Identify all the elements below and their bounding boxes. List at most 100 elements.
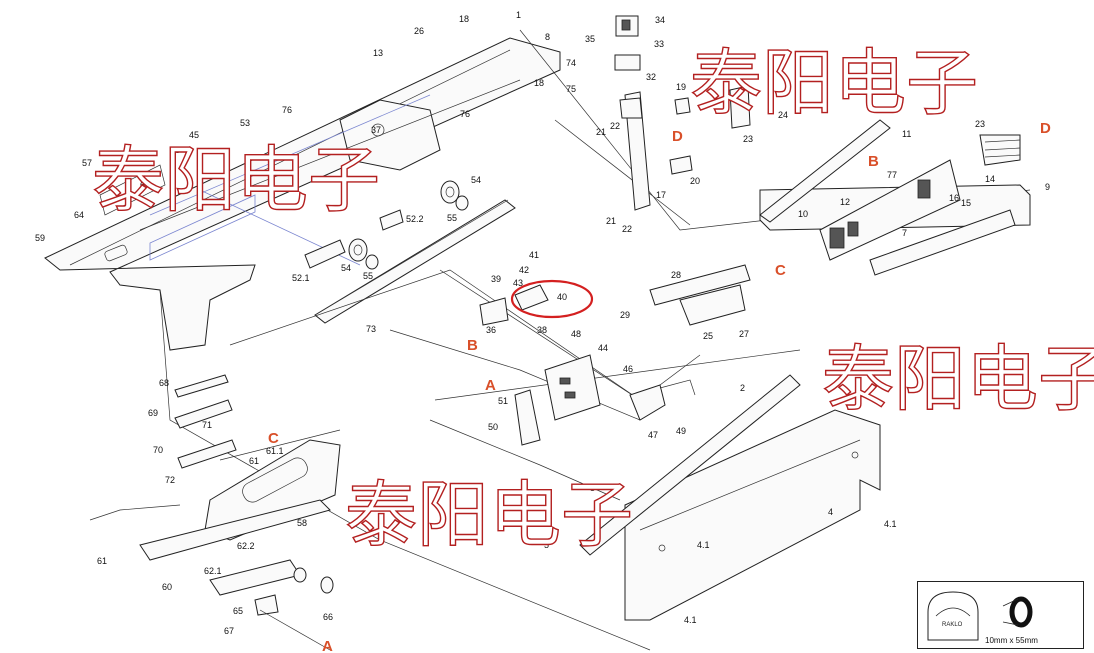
watermark-top-left: 泰阳电子	[92, 138, 380, 222]
label-32: 32	[646, 72, 656, 82]
label-48: 48	[571, 329, 581, 339]
label-68: 68	[159, 378, 169, 388]
label-60: 60	[162, 582, 172, 592]
gauge-icon	[927, 591, 979, 641]
label-69: 69	[148, 408, 158, 418]
right-board-assembly	[759, 119, 1031, 276]
left-frame-plate	[44, 37, 561, 351]
label-57: 57	[82, 158, 92, 168]
accessory-kit-box: RAKLO	[917, 581, 1084, 649]
label-24: 24	[778, 110, 788, 120]
label-67: 67	[224, 626, 234, 636]
label-77: 77	[887, 170, 897, 180]
label-12: 12	[840, 197, 850, 207]
mid-parts	[479, 264, 751, 446]
label-47: 47	[648, 430, 658, 440]
label-54a: 54	[471, 175, 481, 185]
rail-73	[314, 199, 516, 324]
label-20: 20	[690, 176, 700, 186]
label-13: 13	[373, 48, 383, 58]
label-23a: 23	[743, 134, 753, 144]
label-40: 40	[557, 292, 567, 302]
ref-a-bottom: A	[322, 638, 333, 651]
label-62-2: 62.2	[237, 541, 255, 551]
label-55a: 55	[170, 145, 180, 155]
label-2: 2	[740, 383, 745, 393]
label-22a: 22	[610, 121, 620, 131]
ref-b-left: B	[467, 337, 478, 354]
ref-a-mid: A	[485, 377, 496, 394]
label-73: 73	[366, 324, 376, 334]
sensor-strips	[174, 374, 237, 469]
label-22b: 22	[622, 224, 632, 234]
label-14: 14	[985, 174, 995, 184]
label-27: 27	[739, 329, 749, 339]
label-4-1a: 4.1	[884, 519, 897, 529]
label-36: 36	[486, 325, 496, 335]
label-50: 50	[488, 422, 498, 432]
label-71: 71	[202, 420, 212, 430]
label-46: 46	[623, 364, 633, 374]
label-51: 51	[498, 396, 508, 406]
label-5a: 5	[590, 483, 595, 493]
lower-housing	[579, 374, 881, 621]
label-55c: 55	[363, 271, 373, 281]
ref-c-right: C	[775, 262, 786, 279]
tape-roll-icon	[1009, 596, 1033, 628]
label-65: 65	[233, 606, 243, 616]
label-15: 15	[961, 198, 971, 208]
label-34: 34	[655, 15, 665, 25]
label-61-0: 61	[249, 456, 259, 466]
label-4-1b: 4.1	[697, 540, 710, 550]
label-9: 9	[1045, 182, 1050, 192]
label-17: 17	[656, 190, 666, 200]
label-33: 33	[654, 39, 664, 49]
label-25: 25	[703, 331, 713, 341]
label-61: 61	[97, 556, 107, 566]
watermark-right: 泰阳电子	[822, 337, 1094, 421]
label-62-1: 62.1	[204, 566, 222, 576]
label-21a: 21	[596, 127, 606, 137]
label-1: 1	[516, 10, 521, 20]
label-54b: 54	[341, 263, 351, 273]
part-labels: 1 18 26 8 13 74 18 75 76 76 37 53 45 55 …	[35, 10, 1050, 636]
watermark-bottom: 泰阳电子	[345, 473, 633, 557]
label-52-2: 52.2	[406, 214, 424, 224]
highlight-circle	[510, 279, 594, 319]
vertical-bracket	[614, 15, 751, 211]
ref-d-left: D	[672, 128, 683, 145]
label-16: 16	[949, 193, 959, 203]
label-4: 4	[828, 507, 833, 517]
label-35: 35	[585, 34, 595, 44]
label-39: 39	[491, 274, 501, 284]
label-59: 59	[35, 233, 45, 243]
label-26: 26	[414, 26, 424, 36]
label-4-1c: 4.1	[684, 615, 697, 625]
watermarks: 泰阳电子 泰阳电子 泰阳电子 泰阳电子	[91, 40, 1094, 557]
watermark-top-right: 泰阳电子	[690, 41, 978, 125]
label-72: 72	[165, 475, 175, 485]
kit-small-label: RAKLO	[942, 622, 963, 628]
label-75: 75	[566, 84, 576, 94]
label-76a: 76	[460, 109, 470, 119]
label-45: 45	[189, 130, 199, 140]
label-10: 10	[798, 209, 808, 219]
label-7: 7	[902, 228, 907, 238]
ref-b-right: B	[868, 153, 879, 170]
label-18b: 18	[534, 78, 544, 88]
lower-arm	[139, 439, 341, 651]
ref-d-right: D	[1040, 120, 1051, 137]
label-11: 11	[902, 129, 911, 139]
label-19: 19	[676, 82, 686, 92]
label-58: 58	[297, 518, 307, 528]
label-53: 53	[240, 118, 250, 128]
label-76b: 76	[282, 105, 292, 115]
label-64: 64	[74, 210, 84, 220]
reference-letters: D D B B C C A A	[268, 120, 1051, 651]
label-52-1: 52.1	[292, 273, 310, 283]
kit-illustration: RAKLO	[927, 591, 1033, 641]
label-49: 49	[676, 426, 686, 436]
label-29: 29	[620, 310, 630, 320]
ref-c-left: C	[268, 430, 279, 447]
